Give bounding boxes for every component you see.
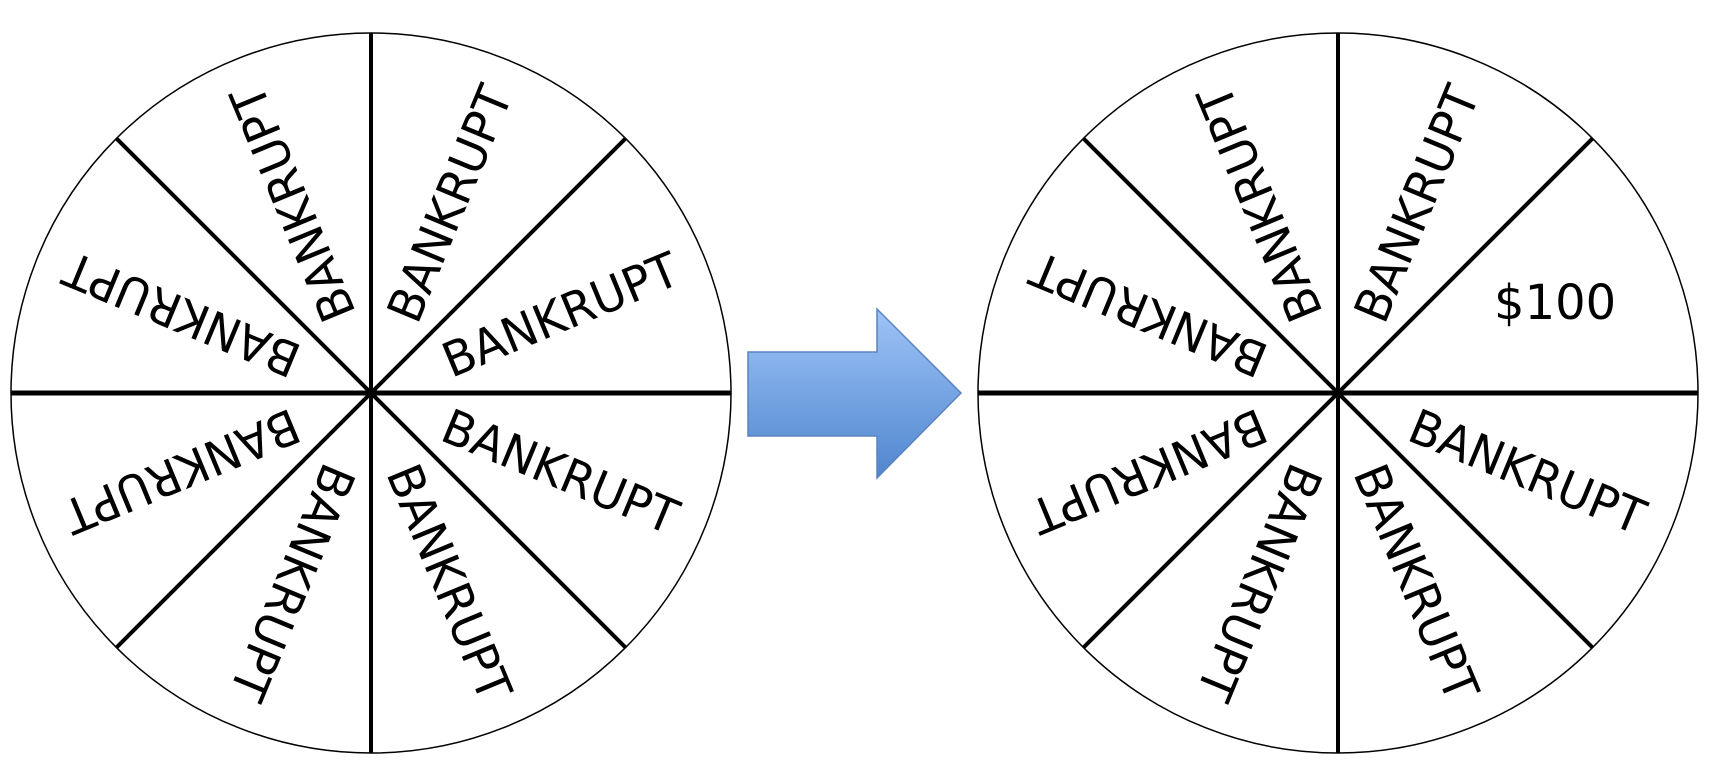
left-wheel: BANKRUPTBANKRUPTBANKRUPTBANKRUPTBANKRUPT… [10, 32, 732, 754]
wheel-divider [1082, 137, 1594, 649]
wheel-divider [115, 137, 627, 649]
right-wheel: BANKRUPT$100BANKRUPTBANKRUPTBANKRUPTBANK… [977, 32, 1699, 754]
wedge-label: $100 [1494, 275, 1616, 331]
right-arrow-icon [747, 307, 963, 480]
